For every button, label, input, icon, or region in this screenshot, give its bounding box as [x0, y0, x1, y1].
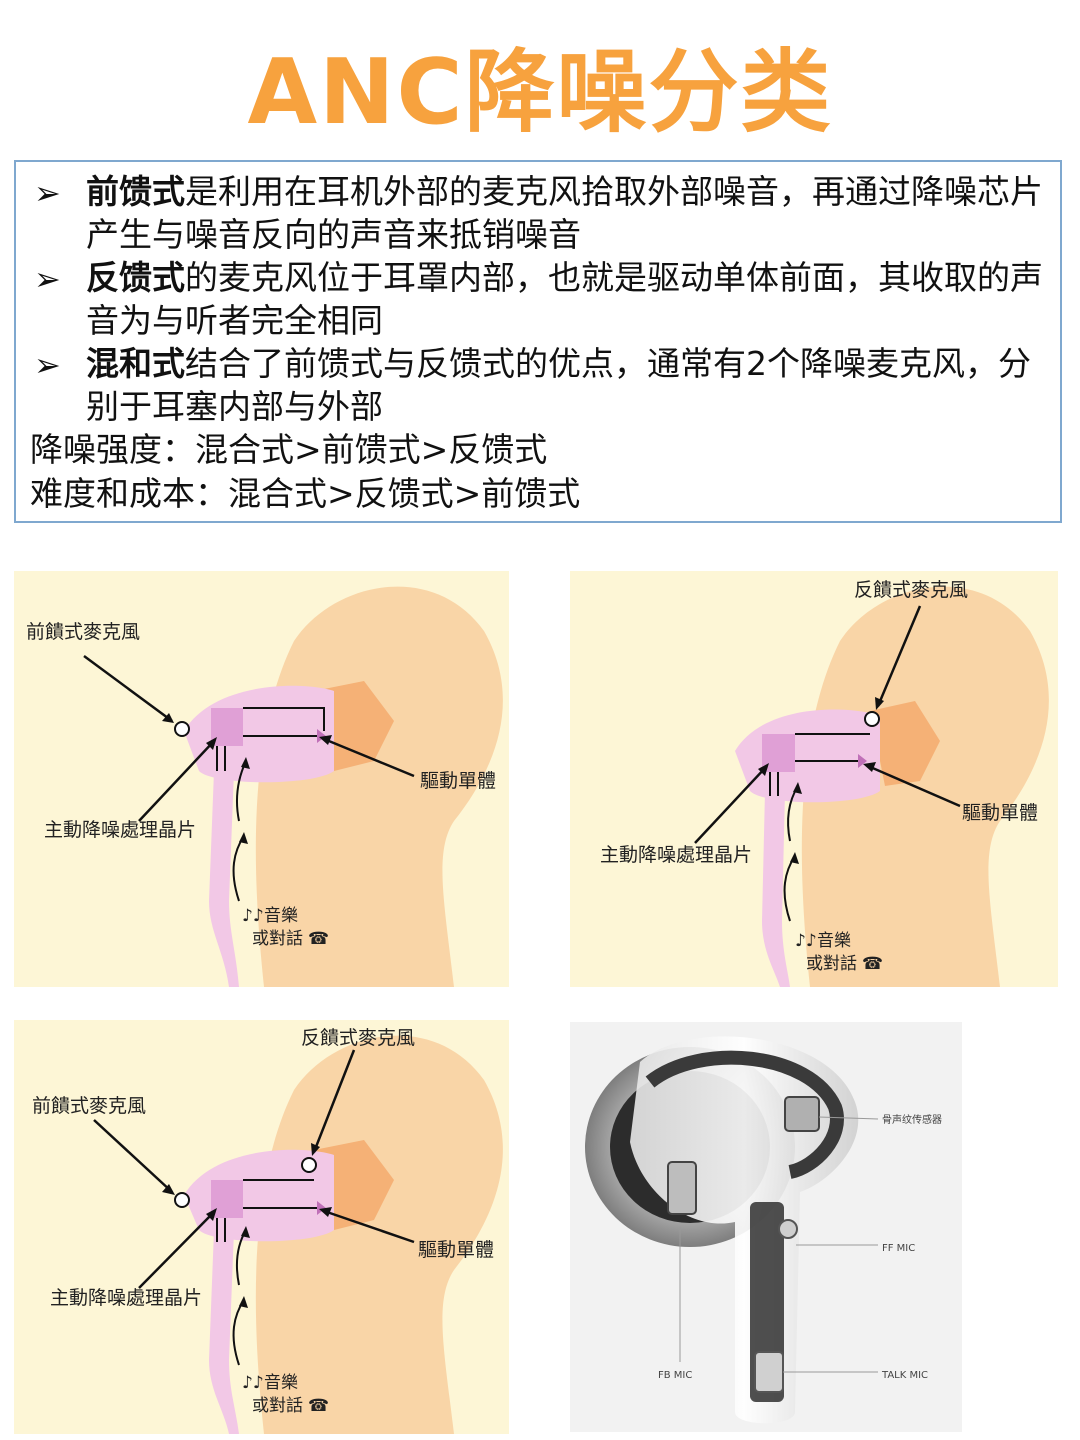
chip-label: 主動降噪處理晶片: [44, 819, 196, 841]
bullet-feedforward: 前馈式是利用在耳机外部的麦克风拾取外部噪音，再通过降噪芯片产生与噪音反向的声音来…: [86, 170, 1056, 256]
battery: [668, 1162, 696, 1214]
driver-label: 驅動單體: [962, 802, 1038, 824]
earbud-photo: 骨声纹传感器 FF MIC FB MIC TALK MIC: [570, 1022, 962, 1432]
feedback-diagram: 反饋式麥克風 驅動單體 主動降噪處理晶片 ♪♪ 音樂 或對話 ☎: [570, 571, 1058, 987]
music-note-icon: ♪♪: [795, 931, 817, 951]
fb-mic-label: 反饋式麥克風: [854, 579, 968, 601]
fb-mic-marker: [865, 712, 879, 726]
music-label: 音樂: [264, 906, 298, 926]
bullet-feedforward-text: 是利用在耳机外部的麦克风拾取外部噪音，再通过降噪芯片产生与噪音反向的声音来抵销噪…: [86, 172, 1043, 254]
talk-mic-part: [755, 1352, 783, 1392]
driver-label: 驅動單體: [418, 1239, 494, 1261]
bullet-hybrid: 混和式结合了前馈式与反馈式的优点，通常有2个降噪麦克风，分别于耳塞内部与外部: [86, 342, 1056, 428]
call-label: 或對話: [252, 929, 303, 949]
bullet-feedback-term: 反馈式: [86, 258, 185, 297]
music-label: 音樂: [264, 1373, 298, 1393]
call-label: 或對話: [806, 954, 857, 974]
bone-sensor-part: [785, 1097, 819, 1131]
ff-mic-photo-label: FF MIC: [882, 1243, 915, 1254]
hybrid-diagram: 前饋式麥克風 反饋式麥克風 驅動單體 主動降噪處理晶片 ♪♪ 音樂 或對話 ☎: [14, 1020, 509, 1434]
bullet-feedback-text: 的麦克风位于耳罩内部，也就是驱动单体前面，其收取的声音为与听者完全相同: [86, 258, 1043, 340]
cost-line: 难度和成本：混合式>反馈式>前馈式: [30, 472, 580, 515]
ff-mic-part: [779, 1220, 797, 1238]
phone-icon: ☎: [308, 929, 329, 949]
feedforward-diagram: 前饋式麥克風 驅動單體 主動降噪處理晶片 ♪♪ 音樂 或對話 ☎: [14, 571, 509, 987]
fb-mic-label: 反饋式麥克風: [301, 1027, 415, 1049]
phone-icon: ☎: [308, 1396, 329, 1416]
fb-mic-marker: [302, 1158, 316, 1172]
call-label: 或對話: [252, 1396, 303, 1416]
strength-line: 降噪强度：混合式>前馈式>反馈式: [30, 428, 547, 471]
bullet-arrow-icon: ➢: [34, 258, 61, 301]
chip-label: 主動降噪處理晶片: [50, 1287, 202, 1309]
bullet-arrow-icon: ➢: [34, 344, 61, 387]
fb-mic-photo-label: FB MIC: [658, 1370, 692, 1381]
bullet-hybrid-text: 结合了前馈式与反馈式的优点，通常有2个降噪麦克风，分别于耳塞内部与外部: [86, 344, 1031, 426]
page-title: ANC降噪分类: [0, 38, 1080, 148]
chip-label: 主動降噪處理晶片: [600, 844, 752, 866]
driver-label: 驅動單體: [420, 770, 496, 792]
music-label: 音樂: [817, 931, 851, 951]
bullet-hybrid-term: 混和式: [86, 344, 185, 383]
bullet-feedback: 反馈式的麦克风位于耳罩内部，也就是驱动单体前面，其收取的声音为与听者完全相同: [86, 256, 1056, 342]
bone-sensor-label: 骨声纹传感器: [882, 1113, 942, 1126]
chip-block: [211, 1180, 243, 1218]
earbud-cable: [762, 791, 790, 987]
phone-icon: ☎: [862, 954, 883, 974]
music-note-icon: ♪♪: [242, 1373, 264, 1393]
bullet-arrow-icon: ➢: [34, 172, 61, 215]
talk-mic-photo-label: TALK MIC: [881, 1370, 928, 1381]
ff-mic-marker: [175, 1193, 189, 1207]
earbud-body: [184, 686, 334, 782]
ff-mic-label: 前饋式麥克風: [32, 1095, 146, 1117]
ff-mic-label: 前饋式麥克風: [26, 621, 140, 643]
bullet-feedforward-term: 前馈式: [86, 172, 185, 211]
description-box: ➢ 前馈式是利用在耳机外部的麦克风拾取外部噪音，再通过降噪芯片产生与噪音反向的声…: [14, 160, 1062, 523]
music-note-icon: ♪♪: [242, 906, 264, 926]
ff-mic-marker: [175, 722, 189, 736]
